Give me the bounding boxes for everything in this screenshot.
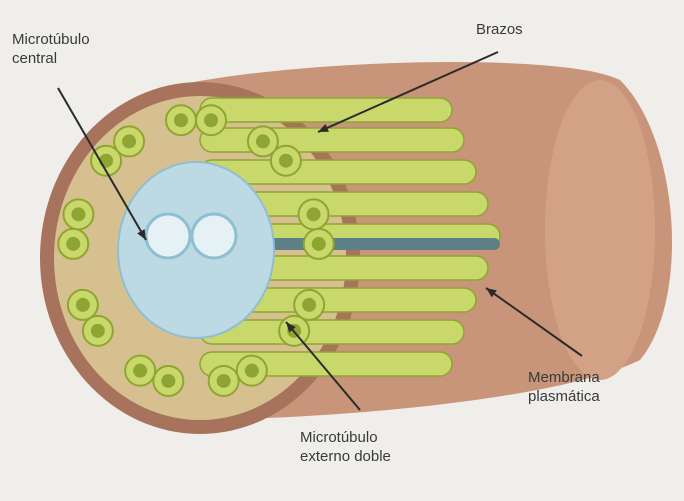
outer-doublet-lumen <box>245 364 259 378</box>
label-central-line-2: central <box>12 49 90 68</box>
label-membrana-line-1: Membrana <box>528 368 600 387</box>
outer-doublet-lumen <box>279 154 293 168</box>
microtubule-tube <box>200 98 452 122</box>
central-pair <box>118 162 274 338</box>
label-externo-line-2: externo doble <box>300 447 391 466</box>
outer-doublet-lumen <box>312 237 326 251</box>
label-plasma-membrane: Membrana plasmática <box>528 368 600 406</box>
label-membrana-line-2: plasmática <box>528 387 600 406</box>
outer-doublet-lumen <box>217 374 231 388</box>
label-externo-line-1: Microtúbulo <box>300 428 391 447</box>
outer-doublet-lumen <box>204 113 218 127</box>
outer-doublet-lumen <box>302 298 316 312</box>
label-central-line-1: Microtúbulo <box>12 30 90 49</box>
plasma-membrane-end <box>545 80 655 380</box>
outer-doublet-lumen <box>91 324 105 338</box>
outer-doublet-lumen <box>161 374 175 388</box>
microtubule-tube <box>200 128 464 152</box>
label-arms: Brazos <box>476 20 523 39</box>
outer-doublet-lumen <box>71 207 85 221</box>
outer-doublet-lumen <box>256 134 270 148</box>
outer-doublet-lumen <box>133 364 147 378</box>
central-microtubule-b <box>192 214 236 258</box>
label-outer-doublet: Microtúbulo externo doble <box>300 428 391 466</box>
outer-doublet-lumen <box>174 113 188 127</box>
outer-doublet-lumen <box>76 298 90 312</box>
central-microtubule-a <box>146 214 190 258</box>
label-central-microtubule: Microtúbulo central <box>12 30 90 68</box>
outer-doublet-lumen <box>66 237 80 251</box>
outer-doublet-lumen <box>307 207 321 221</box>
outer-doublet-lumen <box>122 134 136 148</box>
